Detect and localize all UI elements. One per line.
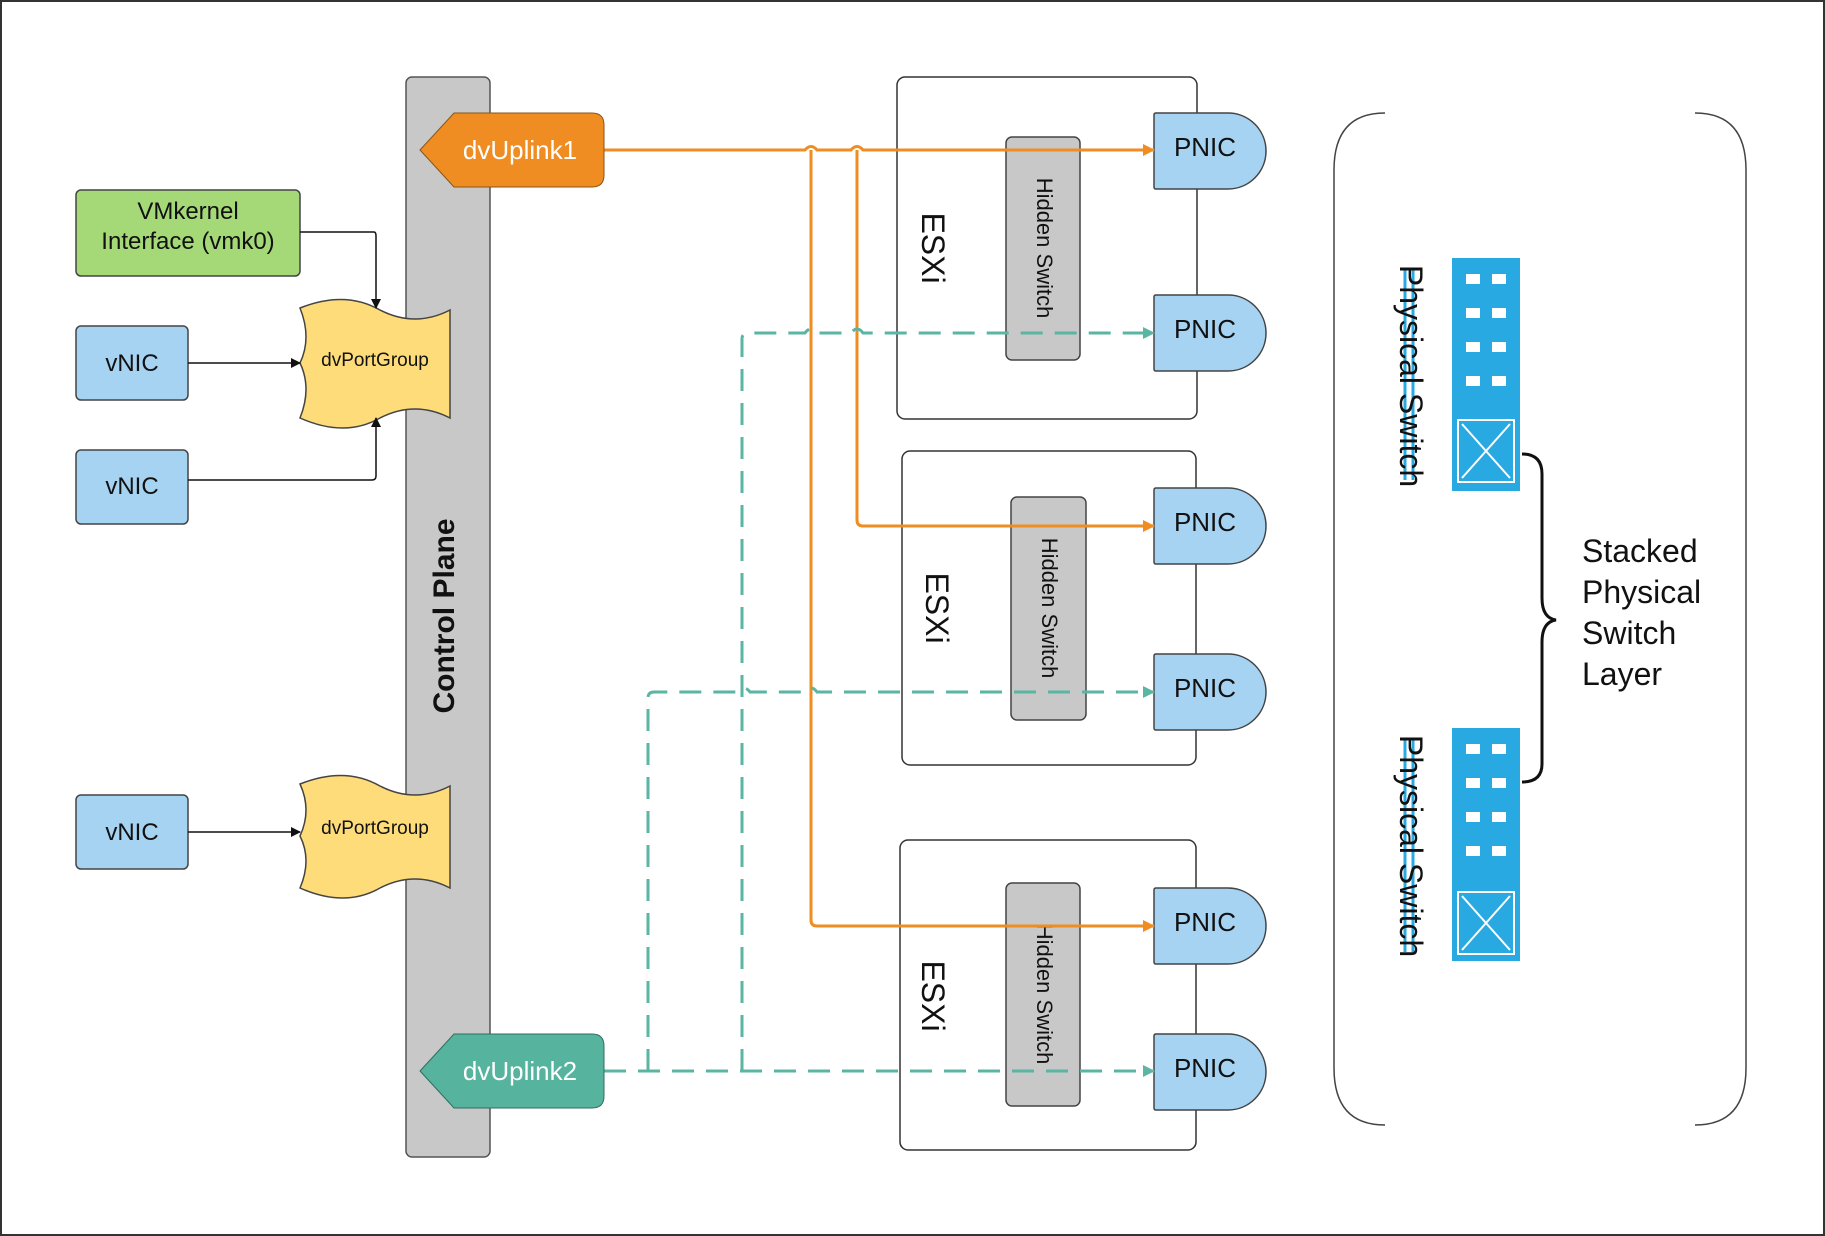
stacked-label-line3: Switch bbox=[1582, 615, 1676, 651]
pnic-shape-3a bbox=[1153, 887, 1267, 965]
stacked-label-line1: Stacked bbox=[1582, 533, 1698, 569]
pnic-shape-1b bbox=[1153, 294, 1267, 372]
pnic-shape-3b bbox=[1153, 1033, 1267, 1111]
uplink1-to-pnic-2a bbox=[855, 150, 1155, 532]
physical-switch-label-1: Physical Switch bbox=[1393, 265, 1429, 487]
pnic-label-2b: PNIC bbox=[1174, 673, 1236, 703]
physical-layer-bracket-left bbox=[1333, 112, 1386, 1126]
pnic-label-1a: PNIC bbox=[1174, 132, 1236, 162]
uplink1-to-pnic-3a bbox=[809, 150, 1155, 932]
physical-switch-icon-2 bbox=[1403, 728, 1520, 961]
vnic-label-3: vNIC bbox=[105, 819, 158, 846]
pnic-shape-2a bbox=[1153, 487, 1267, 565]
dvportgroup-label-1: dvPortGroup bbox=[321, 350, 429, 371]
dvportgroup-label-2: dvPortGroup bbox=[321, 818, 429, 839]
pnic-label-3b: PNIC bbox=[1174, 1053, 1236, 1083]
vnic-label-2: vNIC bbox=[105, 473, 158, 500]
dvuplink1-shape bbox=[419, 112, 605, 188]
vnic-label-1: vNIC bbox=[105, 350, 158, 377]
hidden-switch-label-2: Hidden Switch bbox=[1037, 538, 1062, 679]
stacked-label-line2: Physical bbox=[1582, 574, 1701, 610]
arrow-vnic2-to-portgroup bbox=[188, 417, 381, 481]
stacked-label-line4: Layer bbox=[1582, 656, 1662, 692]
uplink1-to-pnic-1a bbox=[604, 144, 1155, 156]
esxi-label-2: ESXi bbox=[919, 572, 955, 643]
physical-switch-label-2: Physical Switch bbox=[1393, 735, 1429, 957]
stacked-switch-brace bbox=[1521, 452, 1557, 784]
dvuplink2-shape bbox=[419, 1033, 605, 1109]
hidden-switch-label-3: Hidden Switch bbox=[1032, 924, 1057, 1065]
pnic-label-3a: PNIC bbox=[1174, 907, 1236, 937]
hidden-switch-box-2 bbox=[1010, 496, 1087, 721]
hidden-switch-label-1: Hidden Switch bbox=[1032, 178, 1057, 319]
physical-layer-bracket-right bbox=[1694, 112, 1747, 1126]
vnic-box-2 bbox=[75, 449, 189, 525]
pnic-label-2a: PNIC bbox=[1174, 507, 1236, 537]
hidden-switch-box-1 bbox=[1005, 136, 1081, 361]
pnic-label-1b: PNIC bbox=[1174, 314, 1236, 344]
esxi-label-1: ESXi bbox=[915, 212, 951, 283]
dvportgroup-shape-2 bbox=[298, 774, 451, 899]
hidden-switch-box-3 bbox=[1005, 882, 1081, 1107]
uplink2-to-pnic-2b bbox=[646, 686, 1155, 1071]
pnic-shape-2b bbox=[1153, 653, 1267, 731]
physical-switch-icon-1 bbox=[1403, 258, 1520, 491]
vmkernel-interface-box bbox=[75, 189, 301, 277]
arrow-vmk-to-portgroup bbox=[300, 231, 381, 309]
pnic-shape-1a bbox=[1153, 112, 1267, 190]
vmkernel-label-line2: Interface (vmk0) bbox=[101, 228, 274, 255]
vmkernel-label-line1: VMkernel bbox=[137, 198, 238, 225]
uplink2-to-pnic-1b bbox=[740, 327, 1155, 1071]
dvuplink2-label: dvUplink2 bbox=[463, 1056, 577, 1086]
control-plane-label: Control Plane bbox=[428, 518, 461, 713]
esxi-label-3: ESXi bbox=[915, 960, 951, 1031]
pnic-group: PNIC PNIC PNIC PNIC PNIC PNIC bbox=[1153, 112, 1267, 1111]
dvuplink1-label: dvUplink1 bbox=[463, 135, 577, 165]
